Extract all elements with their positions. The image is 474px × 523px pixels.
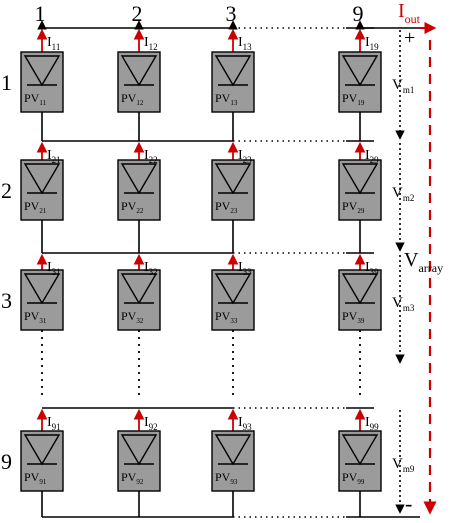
pv-label-99: PV99	[342, 470, 365, 486]
current-label-23: I23	[238, 148, 252, 165]
pv-label-13: PV13	[215, 91, 238, 107]
pv-panel-13	[211, 51, 255, 113]
current-label-92: I92	[144, 415, 158, 432]
current-label-13: I13	[238, 35, 252, 52]
pv-label-29: PV29	[342, 199, 365, 215]
pv-panel-31	[20, 269, 64, 331]
current-label-93: I93	[238, 415, 252, 432]
current-label-31: I31	[47, 260, 61, 277]
pv-label-11: PV11	[24, 91, 47, 107]
current-label-91: I91	[47, 415, 61, 432]
current-label-21: I21	[47, 148, 61, 165]
panel-triangle	[214, 273, 252, 305]
pv-label-12: PV12	[121, 91, 144, 107]
iout-label: Iout	[398, 0, 421, 26]
row-label-3: 3	[1, 288, 12, 313]
column-label-2: 2	[132, 1, 143, 26]
column-label-3: 3	[226, 1, 237, 26]
pv-label-21: PV21	[24, 199, 47, 215]
pv-panel-33	[211, 269, 255, 331]
vm-label-1: Vm1	[392, 77, 414, 95]
column-label-1: 1	[35, 1, 46, 26]
column-label-9: 9	[353, 1, 364, 26]
pv-label-33: PV33	[215, 309, 238, 325]
pv-label-19: PV19	[342, 91, 365, 107]
pv-label-91: PV91	[24, 470, 47, 486]
pv-label-23: PV23	[215, 199, 238, 215]
panel-triangle	[120, 434, 158, 466]
row-label-9: 9	[1, 449, 12, 474]
plus-sign: +	[404, 27, 415, 49]
current-label-11: I11	[47, 35, 60, 52]
pv-label-31: PV31	[24, 309, 47, 325]
panel-triangle	[23, 434, 61, 466]
panel-triangle	[120, 273, 158, 305]
minus-sign: -	[405, 491, 412, 516]
panel-triangle	[341, 434, 379, 466]
pv-panel-32	[117, 269, 161, 331]
current-label-29: I29	[365, 148, 379, 165]
pv-label-93: PV93	[215, 470, 238, 486]
pv-panel-39	[338, 269, 382, 331]
panel-triangle	[214, 55, 252, 87]
row-label-2: 2	[1, 178, 12, 203]
current-label-12: I12	[144, 35, 158, 52]
pv-panel-99	[338, 430, 382, 492]
current-label-99: I99	[365, 415, 379, 432]
panel-triangle	[23, 55, 61, 87]
vm-label-2: Vm2	[392, 185, 414, 203]
pv-panel-19	[338, 51, 382, 113]
current-label-22: I22	[144, 148, 158, 165]
pv-label-22: PV22	[121, 199, 144, 215]
varray-label: Varray	[404, 249, 443, 275]
current-label-33: I33	[238, 260, 252, 277]
pv-panel-11	[20, 51, 64, 113]
pv-panel-93	[211, 430, 255, 492]
pv-panel-22	[117, 159, 161, 221]
vm-label-9: Vm9	[392, 456, 415, 474]
panel-triangle	[23, 273, 61, 305]
pv-panel-92	[117, 430, 161, 492]
pv-panel-12	[117, 51, 161, 113]
panel-triangle	[341, 163, 379, 195]
panel-triangle	[23, 163, 61, 195]
pv-label-39: PV39	[342, 309, 365, 325]
panel-triangle	[214, 163, 252, 195]
row-label-1: 1	[1, 70, 12, 95]
vm-label-3: Vm3	[392, 295, 415, 313]
current-label-19: I19	[365, 35, 379, 52]
panel-triangle	[120, 55, 158, 87]
current-label-39: I39	[365, 260, 379, 277]
panel-triangle	[341, 273, 379, 305]
pv-panel-91	[20, 430, 64, 492]
pv-panel-21	[20, 159, 64, 221]
pv-label-92: PV92	[121, 470, 144, 486]
panel-triangle	[214, 434, 252, 466]
panel-triangle	[341, 55, 379, 87]
pv-label-32: PV32	[121, 309, 144, 325]
pv-panel-23	[211, 159, 255, 221]
pv-panel-29	[338, 159, 382, 221]
current-label-32: I32	[144, 260, 158, 277]
panel-triangle	[120, 163, 158, 195]
